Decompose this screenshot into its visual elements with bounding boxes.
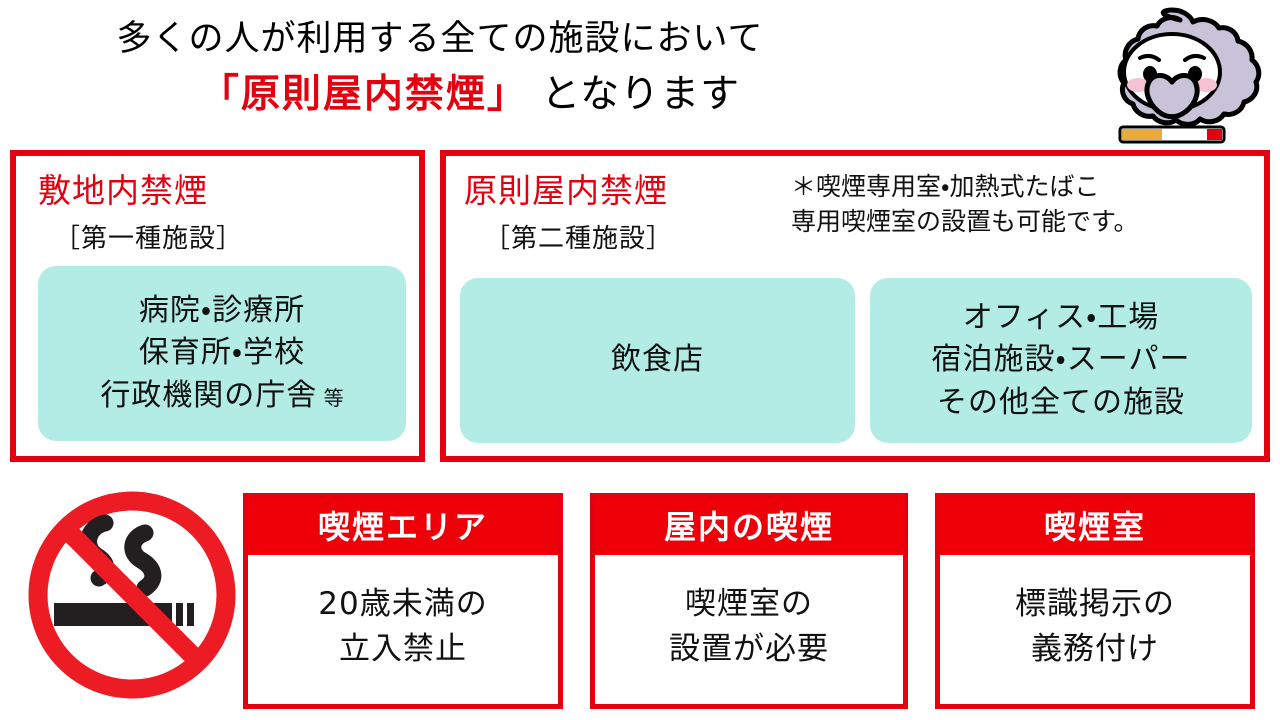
rule-card-smoking-area-header: 喫煙エリア: [248, 498, 558, 555]
panel-first-facility-list-text: 病院・診療所 保育所・学校 行政機関の庁舎: [100, 292, 318, 413]
panel-second-facility-box-others: オフィス・工場 宿泊施設・スーパー その他全ての施設: [870, 278, 1252, 443]
panel-second-facility-box-restaurants: 飲食店: [460, 278, 855, 443]
rule-card-indoor-smoking-text: 喫煙室の 設置が必要: [669, 585, 829, 667]
panel-second-title: 原則屋内禁煙: [464, 171, 668, 210]
rule-card-smoking-room-body: 標識掲示の 義務付け: [940, 555, 1250, 704]
rule-card-smoking-room-header: 喫煙室: [940, 498, 1250, 555]
panel-second-subtitle: ［第二種施設］: [484, 224, 674, 254]
rule-card-smoking-area: 喫煙エリア 20歳未満の 立入禁止: [243, 493, 563, 709]
panel-second-class-facility: 原則屋内禁煙 ［第二種施設］ ＊喫煙専用室・加熱式たばこ 専用喫煙室の設置も可能…: [440, 150, 1270, 462]
panel-first-subtitle: ［第一種施設］: [54, 224, 244, 254]
panel-second-facility-restaurants-text: 飲食店: [611, 342, 704, 378]
panel-first-title: 敷地内禁煙: [38, 171, 208, 210]
header-line-2-tail: となります: [527, 72, 741, 117]
panel-second-facility-others-text: オフィス・工場 宿泊施設・スーパー その他全ての施設: [931, 299, 1191, 420]
no-smoking-sign-icon: [24, 487, 240, 703]
rule-card-indoor-smoking: 屋内の喫煙 喫煙室の 設置が必要: [590, 493, 908, 709]
rule-card-indoor-smoking-body: 喫煙室の 設置が必要: [595, 555, 903, 704]
rule-card-smoking-room: 喫煙室 標識掲示の 義務付け: [935, 493, 1255, 709]
header: 多くの人が利用する全ての施設において 「原則屋内禁煙」 となります: [0, 8, 1000, 136]
panel-first-facility-list: 病院・診療所 保育所・学校 行政機関の庁舎 等: [100, 290, 343, 418]
rule-card-smoking-room-text: 標識掲示の 義務付け: [1015, 585, 1175, 667]
header-line-1: 多くの人が利用する全ての施設において: [116, 19, 764, 59]
panel-first-facility-list-suffix: 等: [317, 385, 344, 410]
panel-second-note: ＊喫煙専用室・加熱式たばこ 専用喫煙室の設置も可能です。: [791, 172, 1139, 236]
panel-first-class-facility: 敷地内禁煙 ［第一種施設］ 病院・診療所 保育所・学校 行政機関の庁舎 等: [10, 150, 425, 462]
cigarette-icon: [1118, 125, 1226, 144]
panel-first-facility-box: 病院・診療所 保育所・学校 行政機関の庁舎 等: [38, 266, 406, 441]
smoke-cloud-character-icon: [1082, 4, 1262, 150]
rule-card-indoor-smoking-header: 屋内の喫煙: [595, 498, 903, 555]
header-line-2: 「原則屋内禁煙」 となります: [0, 72, 940, 117]
header-emphasis-quoted: 「原則屋内禁煙」: [199, 72, 528, 117]
rule-card-smoking-area-body: 20歳未満の 立入禁止: [248, 555, 558, 704]
rule-card-smoking-area-text: 20歳未満の 立入禁止: [318, 585, 488, 667]
